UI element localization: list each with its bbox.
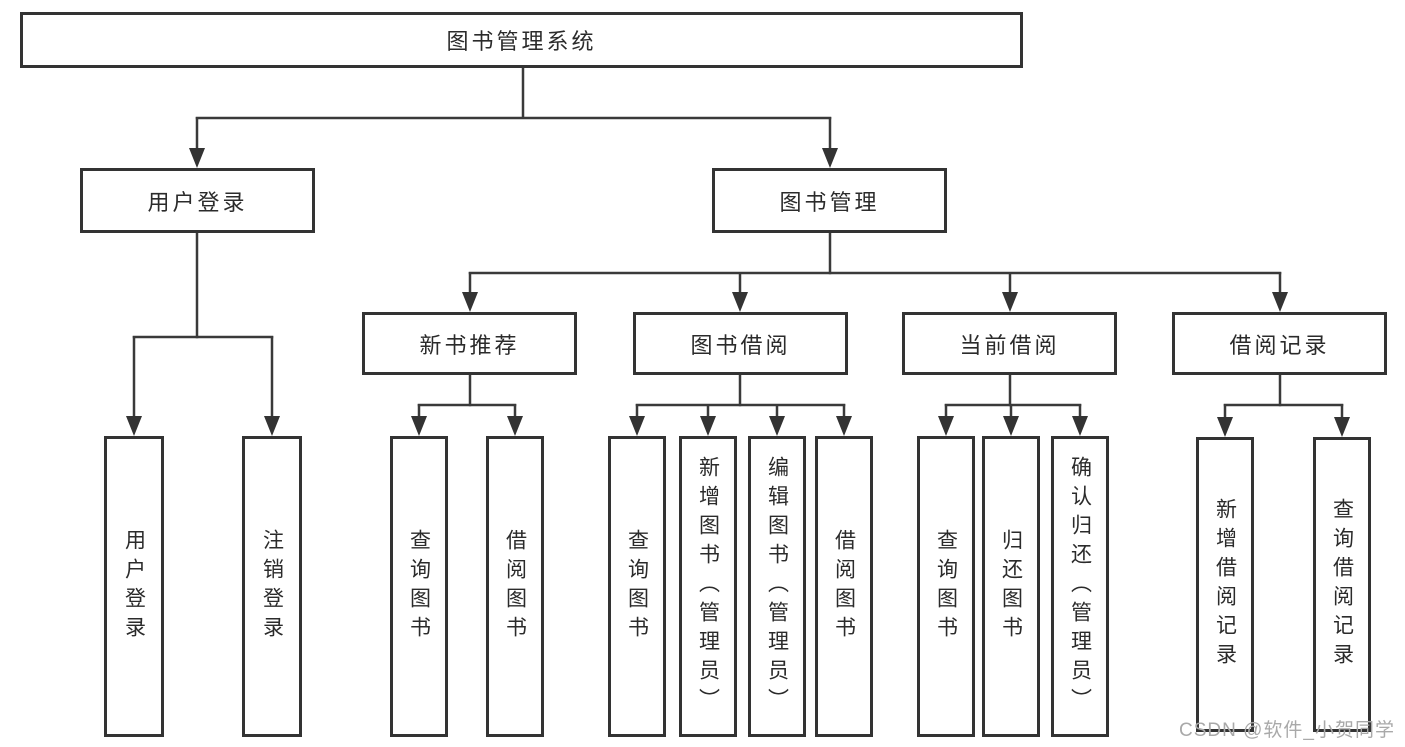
- arrowheads: [126, 148, 1350, 437]
- leaf-query-books-1-label: 查询图书: [407, 528, 431, 645]
- node-book-borrow-label: 图书借阅: [690, 332, 791, 358]
- leaf-logout: 注销登录: [242, 436, 302, 737]
- node-root: 图书管理系统: [20, 12, 1023, 68]
- node-book-management: 图书管理: [712, 168, 947, 233]
- leaf-query-books-2: 查询图书: [608, 436, 666, 737]
- leaf-query-borrow-record-label: 查询借阅记录: [1330, 497, 1354, 672]
- node-user-login: 用户登录: [80, 168, 315, 233]
- leaf-user-login-label: 用户登录: [122, 528, 146, 645]
- node-book-management-label: 图书管理: [779, 189, 880, 215]
- leaf-edit-books-admin: 编辑图书（管理员）: [748, 436, 806, 737]
- csdn-watermark: CSDN @软件_小贺同学: [1179, 720, 1395, 741]
- leaf-add-books-admin-label: 新增图书（管理员）: [696, 456, 720, 717]
- leaf-query-books-2-label: 查询图书: [625, 528, 649, 645]
- node-current-borrow-label: 当前借阅: [959, 332, 1060, 358]
- leaf-return-books-label: 归还图书: [999, 528, 1023, 645]
- leaf-confirm-return-admin-label: 确认归还（管理员）: [1068, 456, 1092, 717]
- leaf-query-books-1: 查询图书: [390, 436, 448, 737]
- leaf-return-books: 归还图书: [982, 436, 1040, 737]
- leaf-add-borrow-record-label: 新增借阅记录: [1213, 497, 1237, 672]
- leaf-edit-books-admin-label: 编辑图书（管理员）: [765, 456, 789, 717]
- leaf-borrow-books-1-label: 借阅图书: [503, 528, 527, 645]
- leaf-borrow-books-1: 借阅图书: [486, 436, 544, 737]
- leaf-borrow-books-2-label: 借阅图书: [832, 528, 856, 645]
- leaf-logout-label: 注销登录: [260, 528, 284, 645]
- leaf-query-books-3: 查询图书: [917, 436, 975, 737]
- leaf-confirm-return-admin: 确认归还（管理员）: [1051, 436, 1109, 737]
- leaf-add-books-admin: 新增图书（管理员）: [679, 436, 737, 737]
- node-borrow-records-label: 借阅记录: [1229, 332, 1330, 358]
- node-user-login-label: 用户登录: [147, 189, 248, 215]
- node-borrow-records: 借阅记录: [1172, 312, 1387, 375]
- leaf-user-login: 用户登录: [104, 436, 164, 737]
- leaf-query-borrow-record: 查询借阅记录: [1313, 437, 1371, 732]
- node-new-book-recommend-label: 新书推荐: [419, 332, 520, 358]
- node-root-label: 图书管理系统: [446, 29, 597, 54]
- node-current-borrow: 当前借阅: [902, 312, 1117, 375]
- leaf-borrow-books-2: 借阅图书: [815, 436, 873, 737]
- leaf-add-borrow-record: 新增借阅记录: [1196, 437, 1254, 732]
- node-new-book-recommend: 新书推荐: [362, 312, 577, 375]
- node-book-borrow: 图书借阅: [633, 312, 848, 375]
- leaf-query-books-3-label: 查询图书: [934, 528, 958, 645]
